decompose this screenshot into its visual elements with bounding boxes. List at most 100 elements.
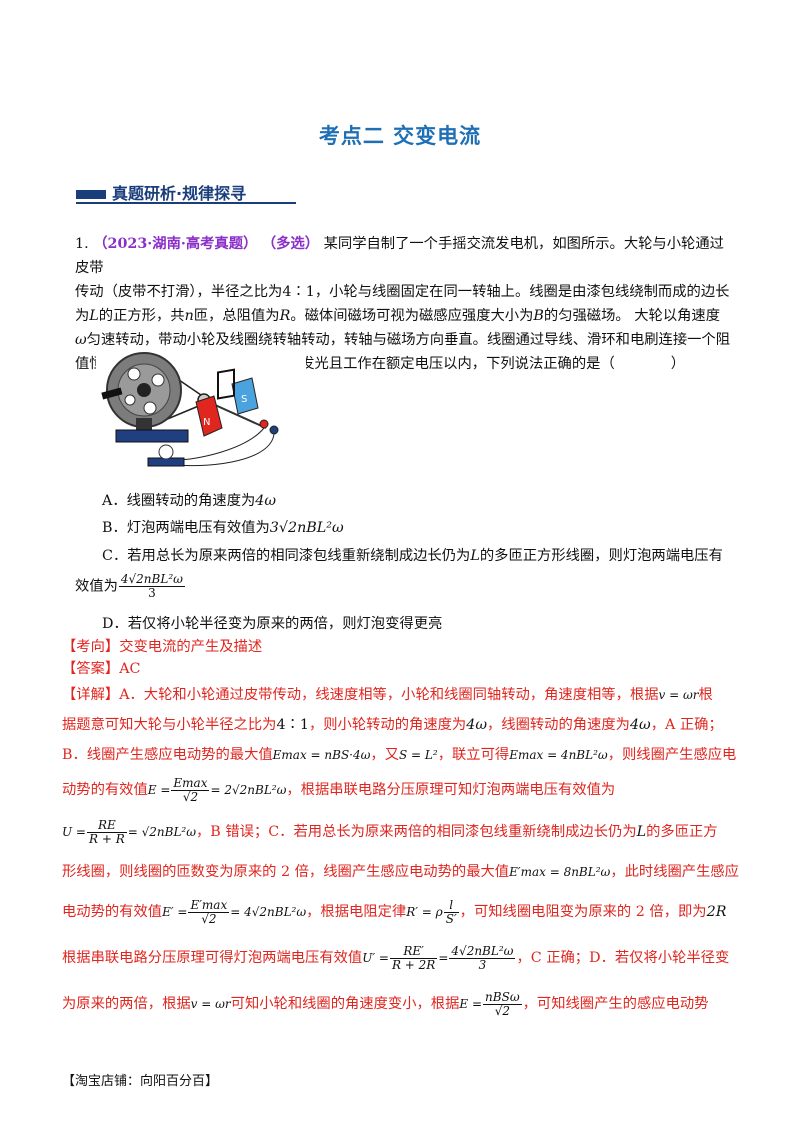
text: ，可知线圈电阻变为原来的 2 倍，即为 (459, 904, 707, 920)
eq-fraction: nBSω√2 (483, 990, 522, 1018)
detail-label: 【详解】 (62, 687, 120, 703)
text: ，则线圈产生感应电 (607, 747, 737, 763)
frac-den: S′ (445, 911, 457, 926)
text: 某同学自制了一个手摇交流发电机，如图所示。大轮与小轮通过皮带 (75, 236, 724, 276)
eq-fraction: E′max√2 (188, 897, 230, 926)
text: 传动（皮带不打滑），半径之比为 (75, 284, 283, 300)
text: ，联立可得 (437, 747, 510, 763)
option-c[interactable]: C．若用总长为原来两倍的相同漆包线重新绕制成边长仍为L的多匝正方形线圈，则灯泡两… (102, 545, 723, 567)
eq: = (438, 951, 449, 965)
eq-fraction: Emax√2 (171, 775, 210, 804)
text: ，根据电阻定律 (306, 904, 407, 920)
section-underline (76, 202, 296, 204)
eq: E′max = 8nBL²ω (509, 865, 611, 879)
eq: = 4√2nBL²ω (230, 905, 307, 919)
section-header: 真题研析·规律探寻 (76, 180, 296, 204)
generator-figure: N S (96, 350, 306, 475)
question-number: 1. (75, 236, 89, 252)
text: 可知小轮和线圈的角速度变小，根据 (230, 996, 460, 1012)
eq: E′ = (162, 905, 188, 919)
answer-text: AC (119, 661, 141, 677)
option-a[interactable]: A．线圈转动的角速度为4ω (102, 490, 276, 512)
text: ，则小轮转动的角速度为 (308, 717, 467, 733)
frac-num: 4√2nBL²ω (118, 572, 185, 587)
text: ，又 (370, 747, 400, 763)
topic-line: 【考向】交变电流的产生及描述 (62, 636, 742, 658)
frac-den: √2 (201, 911, 217, 926)
answer-block: 【考向】交变电流的产生及描述 【答案】AC (62, 636, 742, 680)
eq: R′ = ρ (406, 905, 443, 919)
frac-den: 3 (478, 957, 487, 972)
text: ，可知线圈产生的感应电动势 (522, 996, 709, 1012)
detail-line-6: 形线圈，则线圈的匝数变为原来的 2 倍，线圈产生感应电动势的最大值E′max =… (62, 854, 742, 890)
detail-line-2: 据题意可知大轮与小轮半径之比为4∶1，则小轮转动的角速度为4ω，线圈转动的角速度… (62, 710, 742, 740)
eq: 4ω (629, 717, 651, 733)
option-c-text: 的多匝正方形线圈，则灯泡两端电压有 (479, 548, 723, 564)
section-bar (76, 190, 106, 199)
frac-den: √2 (494, 1003, 510, 1018)
eq: = √2nBL²ω (127, 825, 197, 839)
detail-line-9: 为原来的两倍，根据v = ωr可知小轮和线圈的角速度变小，根据E =nBSω√2… (62, 982, 742, 1026)
question-line-2: 传动（皮带不打滑），半径之比为4∶1，小轮与线圈固定在同一转轴上。线圈是由漆包线… (75, 280, 735, 304)
text: ，A 正确； (650, 717, 723, 733)
page-title: 考点二 交变电流 (318, 124, 482, 148)
eq: 4ω (466, 717, 487, 733)
eq: E = (147, 783, 171, 797)
option-d[interactable]: D．若仅将小轮半径变为原来的两倍，则灯泡变得更亮 (102, 613, 442, 635)
symbol-omega: ω (75, 332, 87, 348)
detail-line-4: 动势的有效值E =Emax√2= 2√2nBL²ω，根据串联电路分压原理可知灯泡… (62, 770, 742, 810)
text: 的匀强磁场。 大轮以角速度 (543, 308, 721, 324)
ratio: 4∶1 (276, 717, 309, 733)
option-c-text: 效值为 (75, 578, 118, 595)
text: ） (670, 356, 686, 372)
frac-num: Emax (171, 775, 210, 791)
answer-label: 【答案】 (62, 661, 120, 677)
text: 为原来的两倍，根据 (62, 996, 191, 1012)
eq: 2R (706, 904, 727, 920)
text: ，线圈转动的角速度为 (486, 717, 630, 733)
eq: U′ = (362, 951, 389, 965)
option-a-text: A．线圈转动的角速度为 (102, 493, 256, 509)
eq-fraction: RE′R + 2R (389, 944, 438, 972)
text: ，此时线圈产生感应 (610, 864, 739, 880)
text: 根据串联电路分压原理可得灯泡两端电压有效值 (62, 950, 363, 966)
detail-block: 【详解】A．大轮和小轮通过皮带传动，线速度相等，小轮和线圈同轴转动，角速度相等，… (62, 680, 742, 1026)
topic-text: 交变电流的产生及描述 (119, 639, 263, 655)
detail-line-8: 根据串联电路分压原理可得灯泡两端电压有效值U′ =RE′R + 2R=4√2nB… (62, 934, 742, 982)
text: 动势的有效值 (62, 782, 148, 798)
eq: S = L² (399, 748, 438, 762)
frac-num: RE (86, 818, 127, 833)
option-b-value: 3√2nBL²ω (269, 520, 344, 536)
text: A．大轮和小轮通过皮带传动，线速度相等，小轮和线圈同轴转动，角速度相等，根据 (119, 687, 659, 703)
eq: Emax = nBS·4ω (272, 748, 371, 762)
option-b[interactable]: B．灯泡两端电压有效值为3√2nBL²ω (102, 517, 344, 539)
text: 根 (698, 687, 713, 703)
option-d-text: D．若仅将小轮半径变为原来的两倍，则灯泡变得更亮 (102, 616, 443, 632)
text: 为 (75, 308, 90, 324)
answer-line: 【答案】AC (62, 658, 742, 680)
eq: Emax = 4nBL²ω (509, 748, 608, 762)
option-a-value: 4ω (255, 493, 277, 509)
frac-num: E′max (188, 897, 230, 913)
text: 匝，总阻值为 (193, 308, 280, 324)
question-stem: 1. （2023·湖南·高考真题） （多选） 某同学自制了一个手摇交流发电机，如… (75, 232, 735, 376)
section-label: 真题研析·规律探寻 (112, 184, 247, 203)
text: ，B 错误；C．若用总长为原来两倍的相同漆包线重新绕制成边长仍为 (196, 824, 637, 840)
question-type: （多选） (261, 236, 320, 252)
symbol-l: L (636, 824, 647, 840)
symbol-n: n (184, 308, 194, 324)
text: ，小轮与线圈固定在同一转轴上。线圈是由漆包线绕制而成的边长 (314, 284, 730, 300)
symbol-l: L (470, 548, 480, 564)
text: 电动势的有效值 (62, 904, 163, 920)
topic-label: 【考向】 (62, 639, 120, 655)
detail-line-3: B．线圈产生感应电动势的最大值Emax = nBS·4ω，又S = L²，联立可… (62, 740, 742, 770)
eq: E = (459, 997, 483, 1011)
eq: v = ωr (190, 997, 231, 1011)
text: 的正方形，共 (98, 308, 185, 324)
ratio: 4∶1 (282, 284, 315, 300)
option-b-text: B．灯泡两端电压有效值为 (102, 520, 270, 536)
